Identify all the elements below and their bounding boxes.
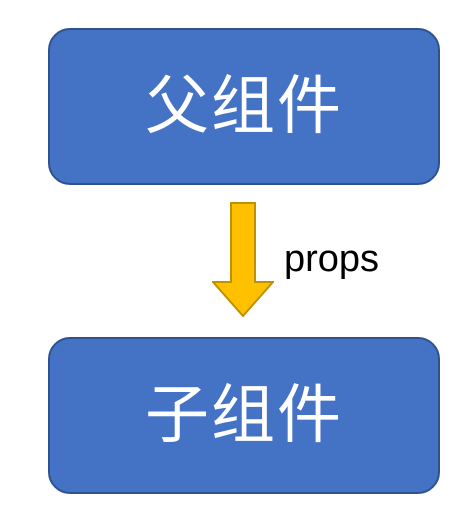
parent-component-label: 父组件 <box>145 69 343 144</box>
down-arrow-icon <box>212 202 274 318</box>
child-component-box: 子组件 <box>48 337 440 494</box>
props-label: props <box>284 238 380 280</box>
child-component-label: 子组件 <box>145 378 343 453</box>
parent-component-box: 父组件 <box>48 28 440 185</box>
down-arrow-shape <box>212 202 274 318</box>
